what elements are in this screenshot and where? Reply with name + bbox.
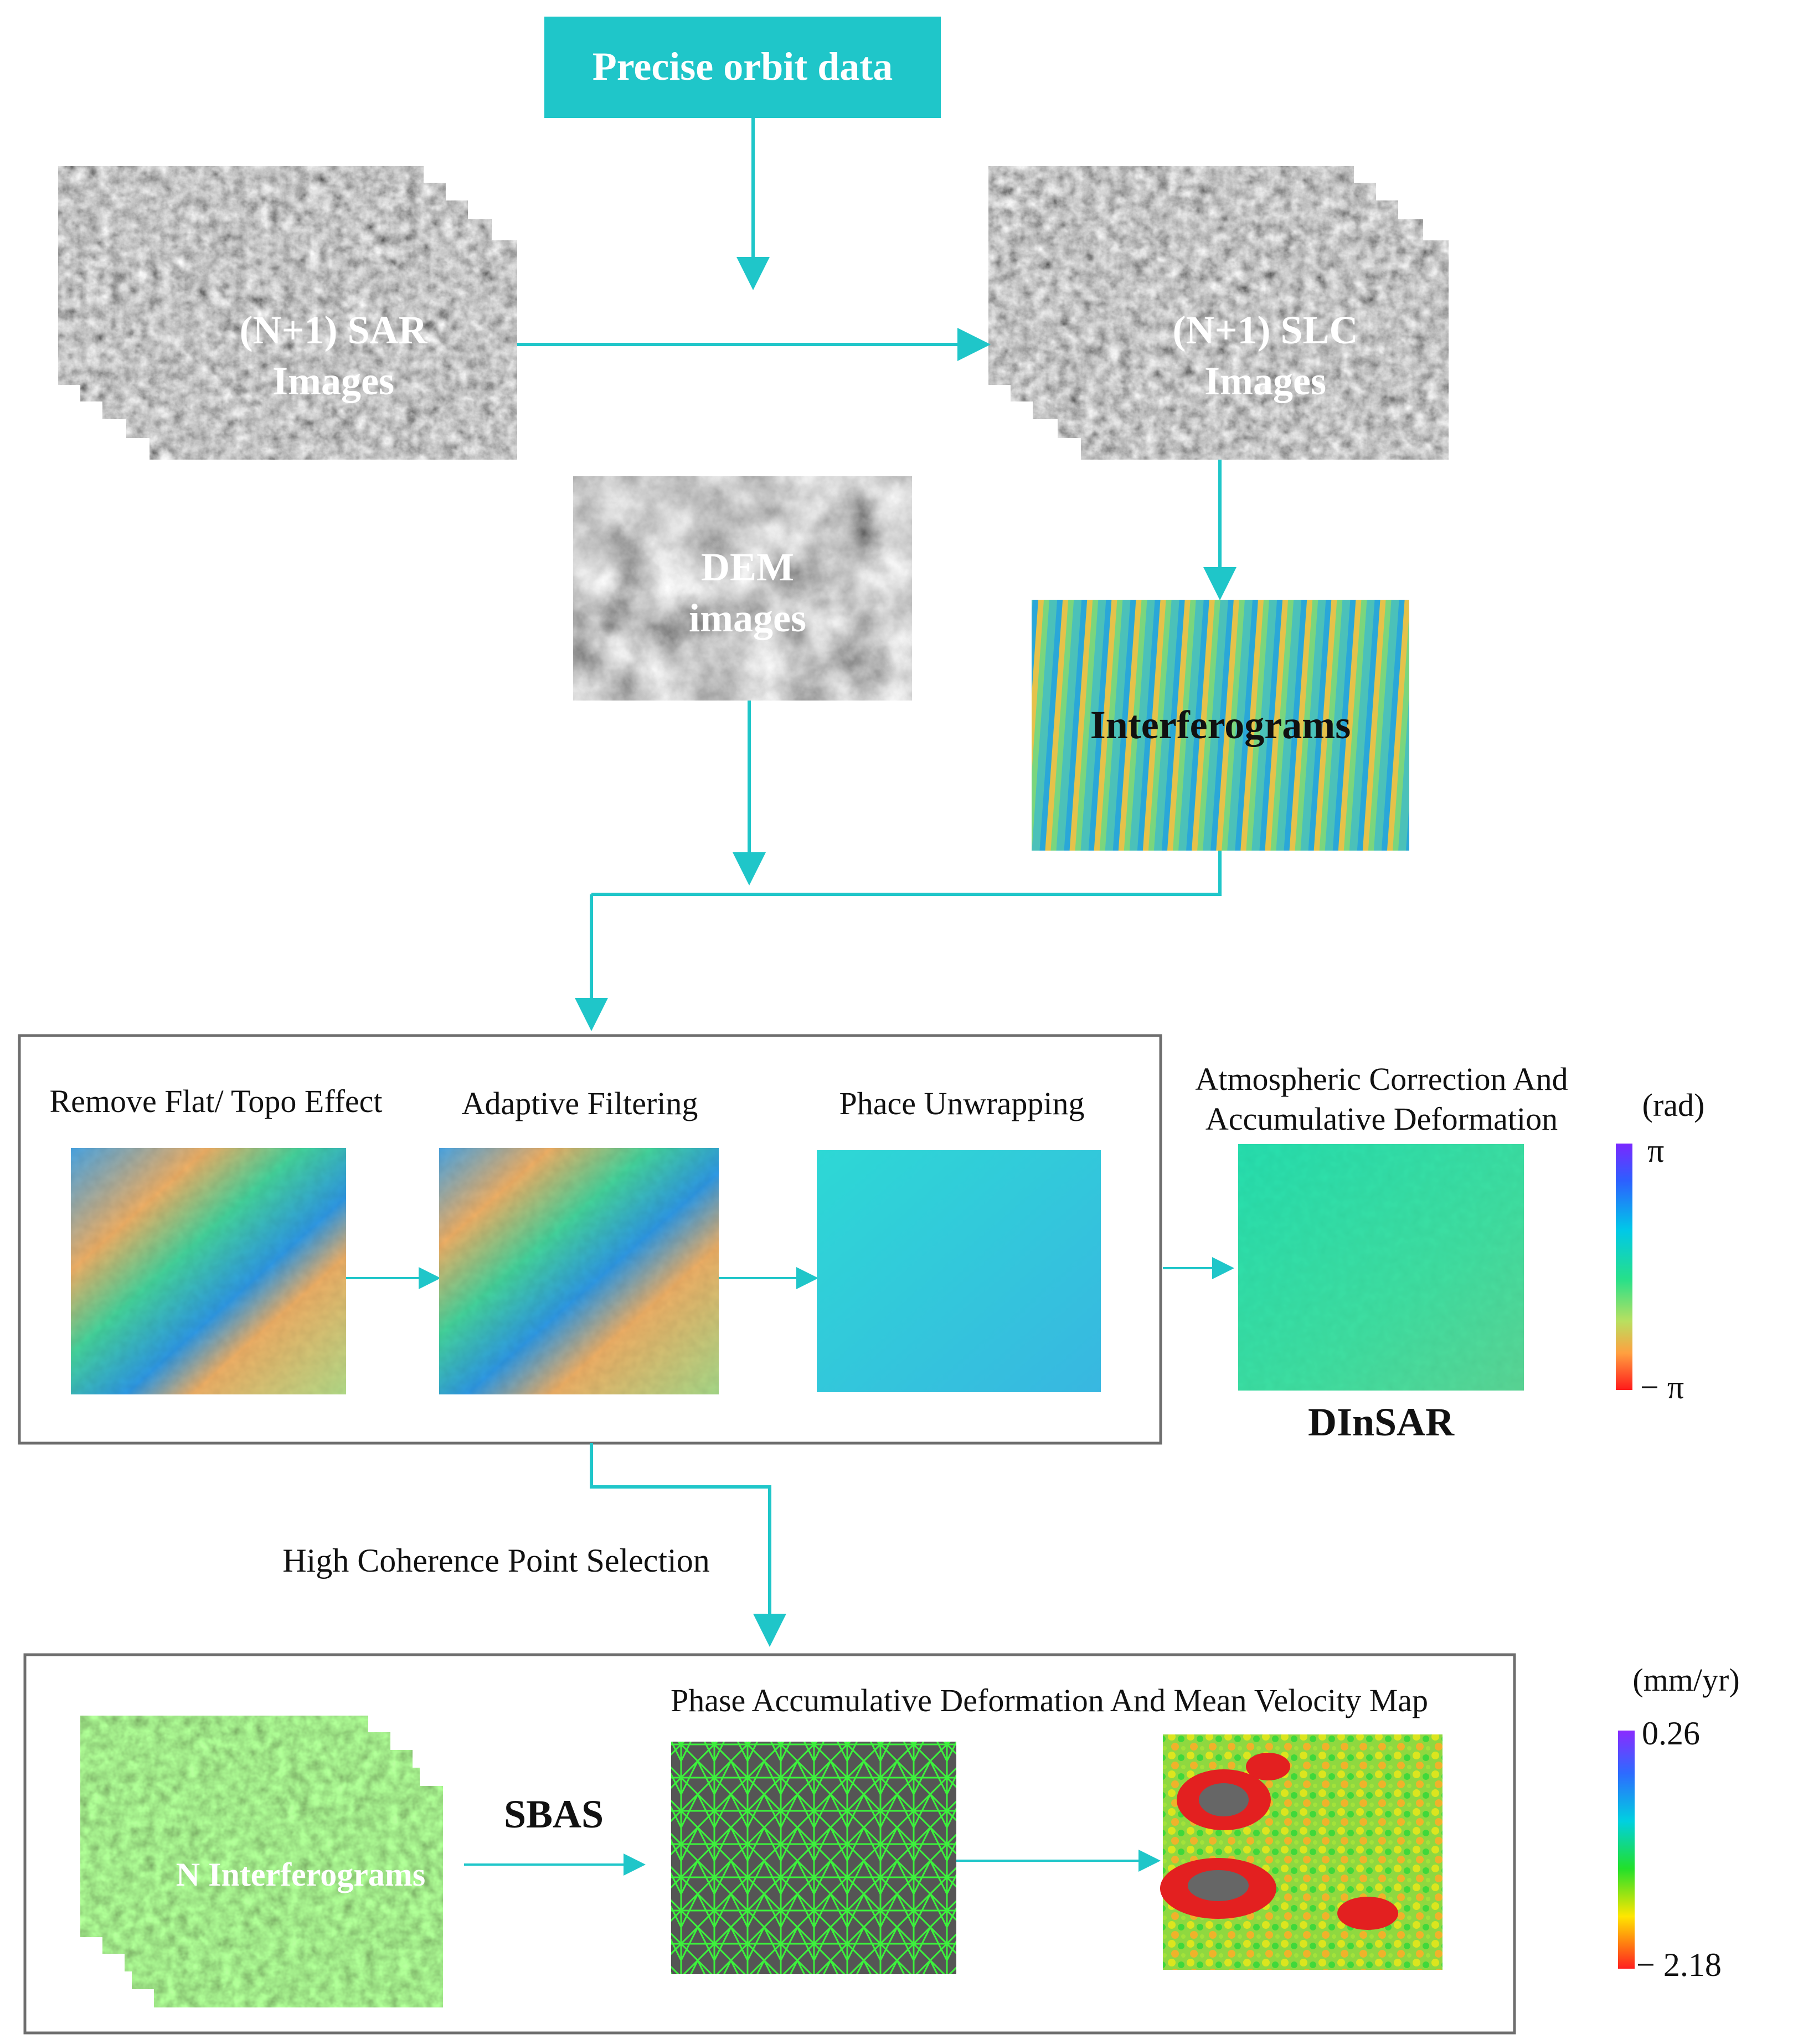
vel-colorbar-max: 0.26	[1642, 1715, 1700, 1752]
sbas-output-title: Phase Accumulative Deformation And Mean …	[671, 1682, 1428, 1718]
sar-label-line1: (N+1) SAR	[239, 308, 427, 352]
rad-colorbar	[1616, 1144, 1632, 1390]
step-atmospheric-label-line1: Atmospheric Correction And	[1195, 1061, 1568, 1097]
step-phase-unwrapping-label: Phace Unwrapping	[839, 1085, 1085, 1121]
connector-interferograms-merge	[591, 851, 1222, 896]
slc-label-line2: Images	[1204, 359, 1326, 403]
vel-colorbar-min: − 2.18	[1636, 1947, 1722, 1983]
accumulative-deformation-texture	[1238, 1144, 1524, 1391]
phase-unwrapping-image	[817, 1150, 1101, 1392]
adaptive-filtering-texture	[439, 1148, 719, 1394]
flat-topo-texture	[71, 1148, 346, 1394]
selection-label: High Coherence Point Selection	[282, 1542, 710, 1579]
n-interferograms-stack	[79, 1715, 444, 2009]
slc-label-line1: (N+1) SLC	[1172, 308, 1358, 352]
n-interferograms-label: N Interferograms	[176, 1856, 425, 1893]
coherence-network-image	[671, 1742, 956, 1974]
orbit-box	[544, 17, 941, 118]
vel-colorbar	[1618, 1731, 1635, 1969]
rad-colorbar-min: − π	[1640, 1369, 1684, 1405]
sar-image-stack	[57, 165, 518, 461]
slc-image-stack	[987, 165, 1450, 461]
vel-colorbar-unit: (mm/yr)	[1632, 1662, 1739, 1698]
dem-label-line1: DEM	[701, 545, 794, 589]
sar-label-line2: Images	[272, 359, 394, 403]
dinsar-title: DInSAR	[1308, 1400, 1455, 1444]
orbit-label: Precise orbit data	[593, 44, 893, 89]
rad-colorbar-max: π	[1647, 1132, 1664, 1169]
step-atmospheric-label-line2: Accumulative Deformation	[1205, 1101, 1558, 1137]
dem-label-line2: images	[689, 596, 806, 640]
velocity-map-image	[1160, 1734, 1442, 1970]
step-adaptive-filtering-label: Adaptive Filtering	[462, 1085, 698, 1121]
sbas-process-box	[23, 1653, 1516, 2035]
rad-colorbar-unit: (rad)	[1642, 1087, 1705, 1123]
step-remove-flat-topo-label: Remove Flat/ Topo Effect	[49, 1083, 382, 1119]
dem-image	[573, 476, 912, 701]
interferogram-image	[1032, 600, 1409, 851]
interferograms-label: Interferograms	[1090, 703, 1351, 747]
connector-dinsar-to-sbas	[590, 1443, 786, 1647]
sbas-method-label: SBAS	[504, 1792, 604, 1836]
